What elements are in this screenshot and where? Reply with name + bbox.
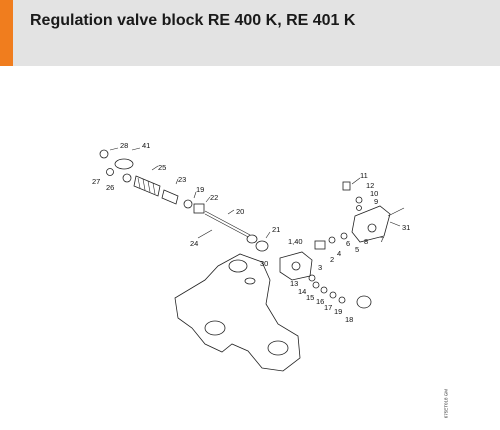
callout-label: 18 xyxy=(345,315,353,324)
drawing-code: 675ET018 GM xyxy=(443,389,448,419)
callout-label: 22 xyxy=(210,193,218,202)
callout-label: 10 xyxy=(370,189,378,198)
callout-labels: 28 41 25 27 26 23 19 22 20 21 24 1,40 30… xyxy=(92,141,410,324)
callout-label: 24 xyxy=(190,239,198,248)
callout-label: 31 xyxy=(402,223,410,232)
leader-lines xyxy=(109,147,401,239)
callout-label: 30 xyxy=(260,259,268,268)
right-parts xyxy=(342,181,405,243)
callout-label: 15 xyxy=(306,293,314,302)
callout-label: 27 xyxy=(92,177,100,186)
callout-label: 28 xyxy=(120,141,128,150)
valve-block xyxy=(279,232,372,309)
callout-label: 2 xyxy=(330,255,334,264)
callout-label: 20 xyxy=(236,207,244,216)
callout-label: 41 xyxy=(142,141,150,150)
callout-label: 5 xyxy=(355,245,359,254)
callout-label: 25 xyxy=(158,163,166,172)
callout-label: 7 xyxy=(380,235,384,244)
callout-label: 3 xyxy=(318,263,322,272)
callout-label: 21 xyxy=(272,225,280,234)
parts-illustration: 28 41 25 27 26 23 19 22 20 21 24 1,40 30… xyxy=(92,141,410,372)
exploded-parts-diagram: 28 41 25 27 26 23 19 22 20 21 24 1,40 30… xyxy=(0,66,500,425)
callout-label: 17 xyxy=(324,303,332,312)
callout-label: 19 xyxy=(196,185,204,194)
callout-label: 9 xyxy=(374,197,378,206)
callout-label: 23 xyxy=(178,175,186,184)
manifold-body xyxy=(174,253,301,372)
callout-label: 1,40 xyxy=(288,237,303,246)
callout-label: 11 xyxy=(360,171,368,180)
callout-label: 6 xyxy=(346,239,350,248)
page-title: Regulation valve block RE 400 K, RE 401 … xyxy=(30,12,356,29)
header-bar: Regulation valve block RE 400 K, RE 401 … xyxy=(0,0,500,66)
left-parts xyxy=(99,149,269,252)
callout-label: 12 xyxy=(366,181,374,190)
callout-label: 13 xyxy=(290,279,298,288)
callout-label: 14 xyxy=(298,287,306,296)
callout-label: 4 xyxy=(337,249,341,258)
accent-stripe xyxy=(0,0,13,66)
callout-label: 26 xyxy=(106,183,114,192)
callout-label: 8 xyxy=(364,237,368,246)
callout-label: 19 xyxy=(334,307,342,316)
callout-label: 16 xyxy=(316,297,324,306)
